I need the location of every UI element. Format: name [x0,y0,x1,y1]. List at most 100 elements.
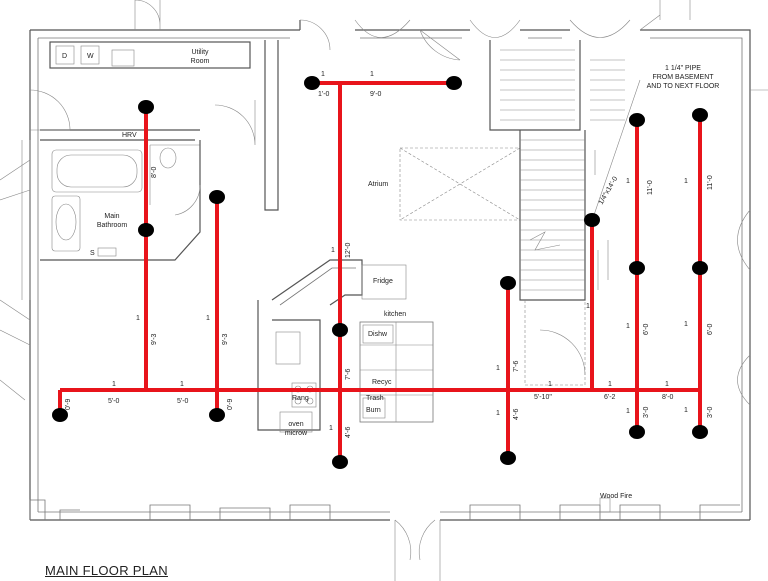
utility-room [49,40,279,211]
dim-label: 1 [626,323,630,330]
node [209,190,225,204]
atrium-label: Atrium [368,181,388,188]
oven-label: oven microw [285,421,308,437]
dim-label: 1 [136,315,140,322]
bottom-doors [394,519,441,581]
dishwasher-label: Dishw [368,331,388,338]
left-doors [0,89,71,401]
node [332,455,348,469]
node [209,408,225,422]
node [500,451,516,465]
burn-label: Burn [366,407,381,414]
node [629,425,645,439]
dim-label: 1 [496,410,500,417]
recycle-label: Recyc [372,379,392,386]
dim-label: 5'-0 [177,398,189,405]
dim-label: 5'-10" [534,394,552,401]
washer-w-label: W [87,53,94,60]
dim-label: 7'-6 [345,368,352,380]
dim-label: 1 [665,381,669,388]
trash-label: Trash [366,395,384,402]
bathroom [40,100,256,261]
dim-label: 9'-3 [151,333,158,345]
dim-label: 0'-9 [65,398,72,410]
dim-label: 3'-0 [643,406,650,418]
dim-label: 1 [112,381,116,388]
dim-label: 1 [626,178,630,185]
kitchen-label: kitchen [384,311,406,318]
node [692,108,708,122]
oven-line2: microw [285,430,308,437]
dim-label: 5'-0 [108,398,120,405]
dim-label: 9'-0 [370,91,382,98]
bathroom-line2: Bathroom [97,222,128,229]
dim-label: 11'-0 [707,175,714,190]
dim-label: 1 [370,71,374,78]
dim-label: 1 [180,381,184,388]
node [629,113,645,127]
right-side [599,89,768,513]
dim-label: 1 [608,381,612,388]
node [629,261,645,275]
dim-label: 4'-6 [513,408,520,420]
pipe-note: 1 1/4" PIPE FROM BASEMENT AND TO NEXT FLOO… [647,65,720,90]
dim-label: 11'-0 [647,180,654,195]
dim-label: 1 [496,365,500,372]
page-title: MAIN FLOOR PLAN [45,563,168,578]
pipe-note-leader [593,79,641,216]
pipe-note-line2: FROM BASEMENT [652,74,714,81]
dim-label: 0'-9 [227,398,234,410]
dim-label: 1 [626,408,630,415]
range-label: Rang [292,395,309,402]
bathroom-line1: Main [104,213,119,220]
kitchen [257,259,434,433]
pipe-note-line3: AND TO NEXT FLOOR [647,83,720,90]
pipe-dimensions: 1 1 1'-0 9'-0 8'-0 9'-3 1 9'-3 1 12'-0 1… [65,71,714,438]
node [500,276,516,290]
node [52,408,68,422]
dim-label: 1/4"x14'-0 [598,176,620,206]
dim-label: 1 [684,321,688,328]
fridge-label: Fridge [373,278,393,285]
node [304,76,320,90]
s-label: S [90,250,95,257]
dim-label: 9'-3 [222,333,229,345]
oven-line1: oven [288,421,303,428]
utility-line1: Utility [191,49,209,56]
dim-label: 1 [548,381,552,388]
atrium [399,147,521,221]
dim-label: 4'-6 [345,426,352,438]
dim-label: 1 [331,247,335,254]
dim-label: 12'-0 [345,243,352,258]
dim-label: 8'-0 [151,166,158,178]
node [138,100,154,114]
node [138,223,154,237]
dim-label: 7'-6 [513,360,520,372]
pipe-note-line1: 1 1/4" PIPE [665,65,701,72]
dim-label: 1 [684,178,688,185]
dim-label: 6'-0 [707,323,714,335]
node [692,261,708,275]
dim-label: 1 [684,407,688,414]
node [692,425,708,439]
dim-label: 1 [329,425,333,432]
dim-label: 6'-2 [604,394,616,401]
dim-label: 1 [206,315,210,322]
dim-label: 6'-0 [643,323,650,335]
utility-line2: Room [191,58,210,65]
node [446,76,462,90]
dim-label: 3'-0 [707,406,714,418]
wood-fire-label: Wood Fire [600,493,632,500]
dim-label: 1'-0 [318,91,330,98]
dim-label: 8'-0 [662,394,674,401]
stairs [489,40,625,386]
dim-label: 1 [321,71,325,78]
node [332,323,348,337]
pipe-nodes [52,76,708,469]
hrv-label: HRV [122,132,137,139]
top-openings [134,0,691,61]
